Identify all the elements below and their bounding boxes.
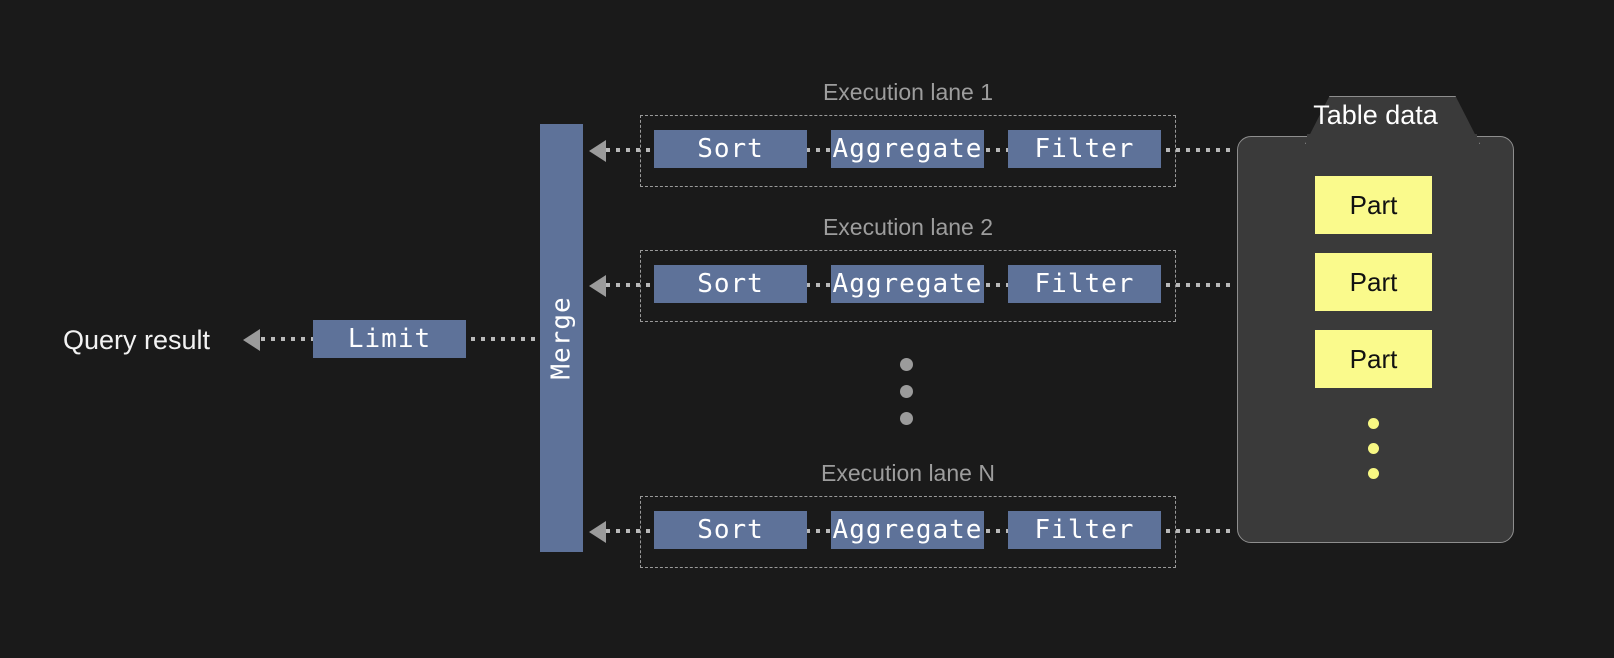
ellipsis-dot (900, 385, 913, 398)
operator-box-limit[interactable]: Limit (313, 320, 466, 358)
arrow-lane-2-to-merge-icon (589, 275, 606, 297)
operator-box-lane-2-sort[interactable]: Sort (654, 265, 807, 303)
lane-ellipsis (900, 358, 913, 439)
part-box-2[interactable]: Part (1315, 253, 1432, 311)
operator-box-lane-n-filter[interactable]: Filter (1008, 511, 1161, 549)
operator-box-lane-1-filter[interactable]: Filter (1008, 130, 1161, 168)
arrow-to-query-result-icon (243, 329, 260, 351)
ellipsis-dot (1368, 468, 1379, 479)
ellipsis-dot (1368, 418, 1379, 429)
arrow-lane-1-to-merge-icon (589, 140, 606, 162)
operator-box-lane-n-sort[interactable]: Sort (654, 511, 807, 549)
table-data-title: Table data (1313, 100, 1438, 130)
ellipsis-dot (900, 358, 913, 371)
operator-box-lane-2-aggregate[interactable]: Aggregate (831, 265, 984, 303)
part-box-3[interactable]: Part (1315, 330, 1432, 388)
table-data-ellipsis (1368, 418, 1379, 493)
merge-bar[interactable]: Merge (540, 124, 583, 552)
table-data-tab-seam (1307, 134, 1477, 142)
query-result-label: Query result (63, 325, 211, 355)
lane-title-n: Execution lane N (821, 460, 995, 486)
lane-title-2: Execution lane 2 (822, 214, 994, 240)
merge-label: Merge (546, 296, 577, 380)
ellipsis-dot (900, 412, 913, 425)
ellipsis-dot (1368, 443, 1379, 454)
operator-box-lane-2-filter[interactable]: Filter (1008, 265, 1161, 303)
part-box-1[interactable]: Part (1315, 176, 1432, 234)
lane-title-1: Execution lane 1 (822, 79, 994, 105)
operator-box-lane-n-aggregate[interactable]: Aggregate (831, 511, 984, 549)
operator-box-lane-1-aggregate[interactable]: Aggregate (831, 130, 984, 168)
table-data-container[interactable]: Table data Part Part Part (1237, 96, 1514, 543)
operator-box-lane-1-sort[interactable]: Sort (654, 130, 807, 168)
arrow-lane-n-to-merge-icon (589, 521, 606, 543)
